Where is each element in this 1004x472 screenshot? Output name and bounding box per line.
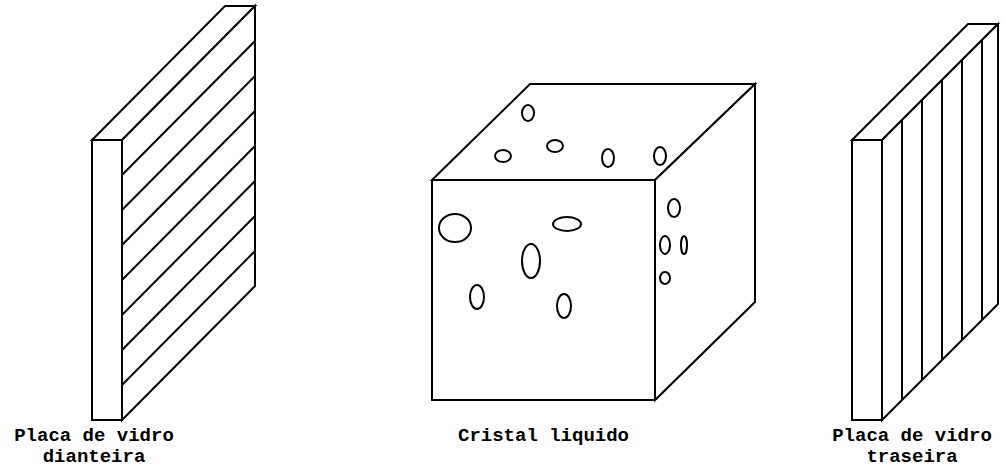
stripe bbox=[122, 216, 255, 350]
stripe bbox=[961, 60, 963, 340]
stripe bbox=[122, 76, 255, 210]
stripe bbox=[122, 146, 255, 280]
part-label: Placa de vidro dianteira bbox=[8, 426, 180, 468]
stripe bbox=[122, 251, 255, 385]
front-glass-plate bbox=[92, 6, 255, 420]
stripe bbox=[122, 181, 255, 315]
part-label: Cristal liquido bbox=[420, 426, 667, 447]
stripe bbox=[921, 100, 923, 380]
stripe bbox=[122, 111, 255, 245]
stripe bbox=[901, 120, 903, 400]
stripe bbox=[981, 40, 983, 320]
stripe bbox=[122, 41, 255, 175]
stripe bbox=[941, 80, 943, 360]
part-label: Placa de vidro traseira bbox=[826, 426, 998, 468]
rear-glass-plate bbox=[852, 24, 998, 420]
liquid-crystal-cube bbox=[432, 84, 755, 400]
